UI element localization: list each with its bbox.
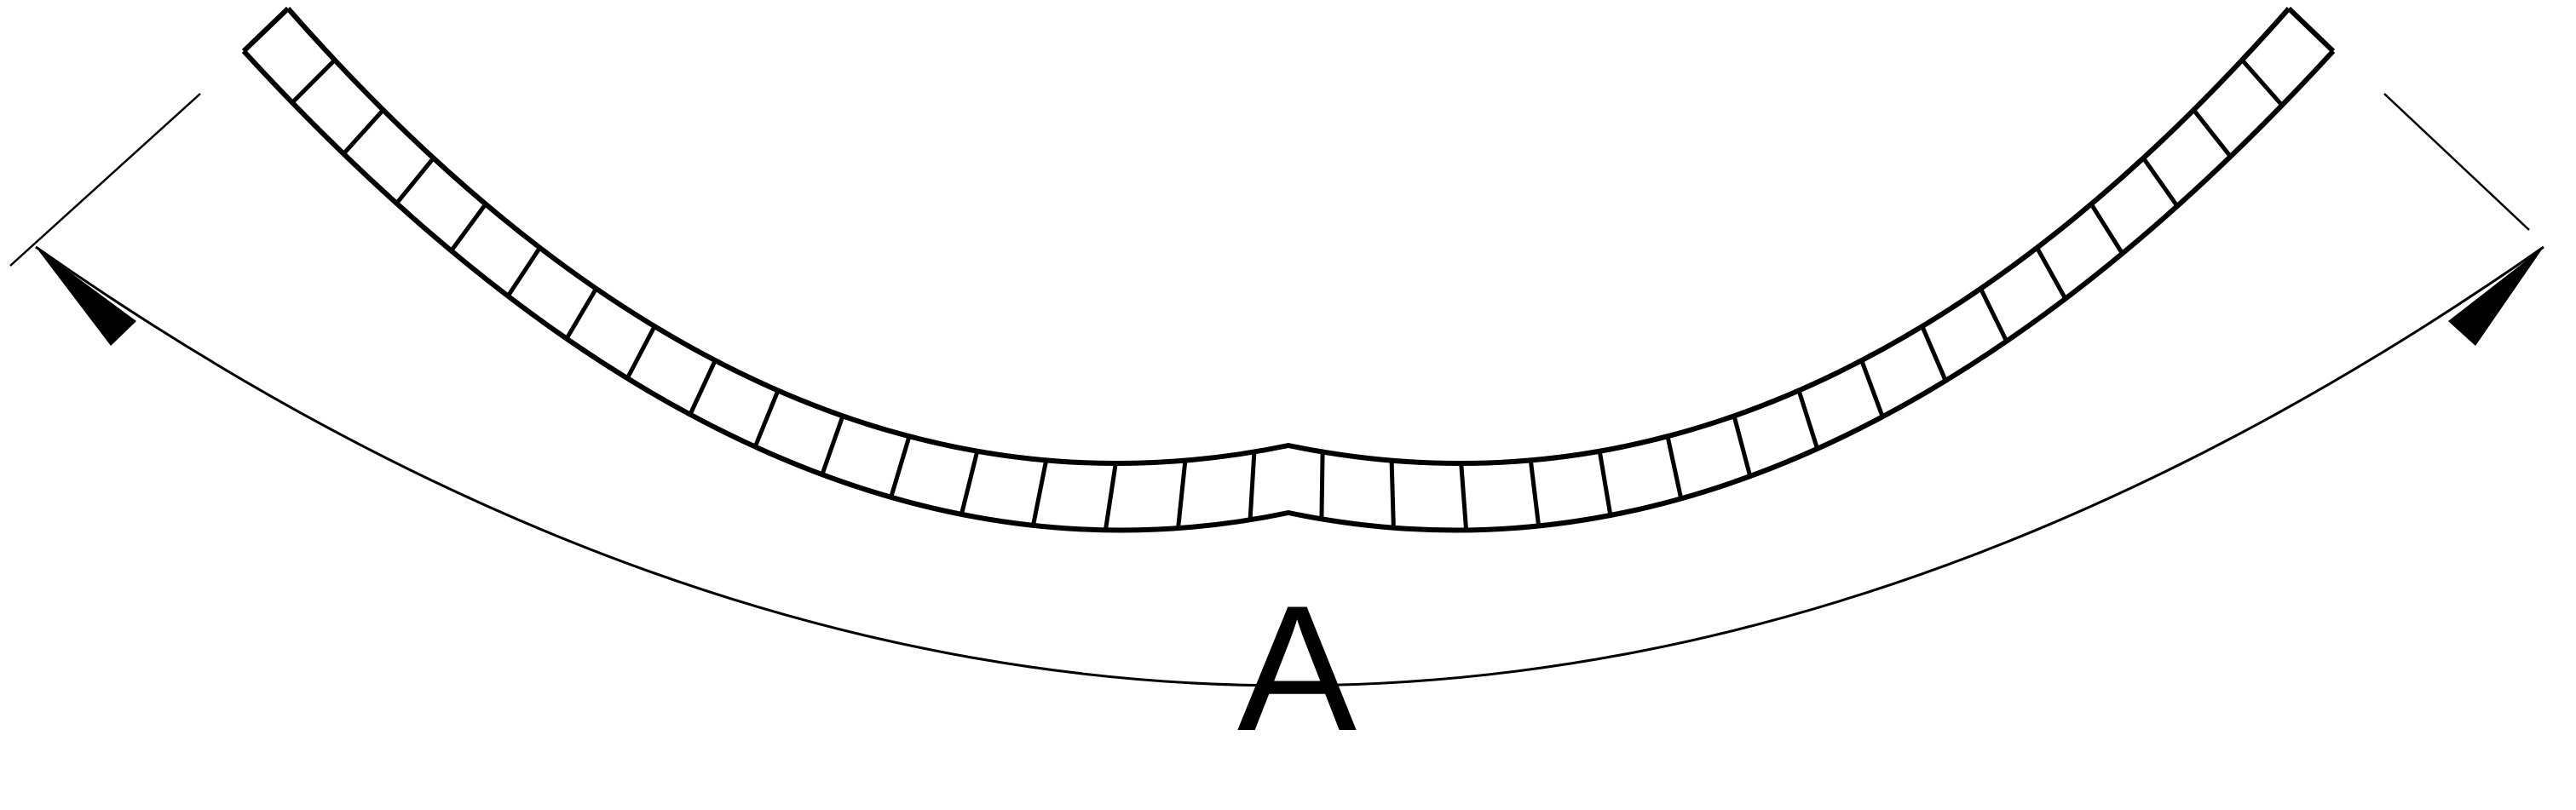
hatch-line — [505, 246, 542, 299]
left-extension-line — [9, 93, 201, 267]
dimension-label: A — [1237, 568, 1357, 768]
hatch-line — [1732, 415, 1752, 476]
curved-profile — [241, 6, 2336, 533]
profile-outer-edge — [285, 7, 2291, 466]
hatch-line — [1665, 435, 1684, 499]
hatch-line — [1248, 451, 1257, 520]
hatch-line — [1389, 460, 1396, 528]
hatch-line — [2240, 58, 2283, 106]
profile-right-end-cap — [2286, 6, 2336, 54]
hatch-line — [1030, 459, 1049, 526]
hatch-line — [1859, 359, 1885, 416]
hatch-line — [959, 451, 980, 516]
hatch-line — [1103, 462, 1118, 531]
hatch-line — [2192, 108, 2232, 157]
hatch-line — [1597, 451, 1613, 515]
hatch-line — [820, 415, 845, 476]
hatch-line — [688, 359, 717, 416]
hatch-line — [1920, 325, 1947, 381]
hatch-line — [2141, 157, 2178, 206]
right-arrowhead — [2448, 247, 2544, 346]
hatch-line — [394, 157, 435, 206]
profile-inner-edge — [241, 49, 2336, 533]
hatch-line — [889, 435, 912, 499]
hatch-line — [2089, 203, 2124, 254]
hatch-line — [1176, 460, 1188, 529]
profile-hatching — [289, 58, 2283, 531]
profile-left-end-cap — [241, 6, 291, 54]
right-extension-line — [2383, 93, 2530, 231]
dimension-arc — [35, 245, 2544, 687]
hatch-line — [289, 58, 337, 106]
hatch-line — [625, 325, 657, 381]
hatch-line — [2035, 246, 2067, 299]
hatch-line — [563, 287, 598, 342]
hatch-line — [1459, 462, 1469, 531]
hatch-line — [1528, 460, 1542, 526]
hatch-line — [340, 108, 385, 157]
left-arrowhead — [36, 247, 136, 346]
hatch-line — [1979, 287, 2008, 342]
hatch-line — [1319, 451, 1325, 520]
hatch-line — [752, 389, 781, 449]
hatch-line — [1796, 389, 1819, 449]
hatch-line — [448, 203, 487, 254]
